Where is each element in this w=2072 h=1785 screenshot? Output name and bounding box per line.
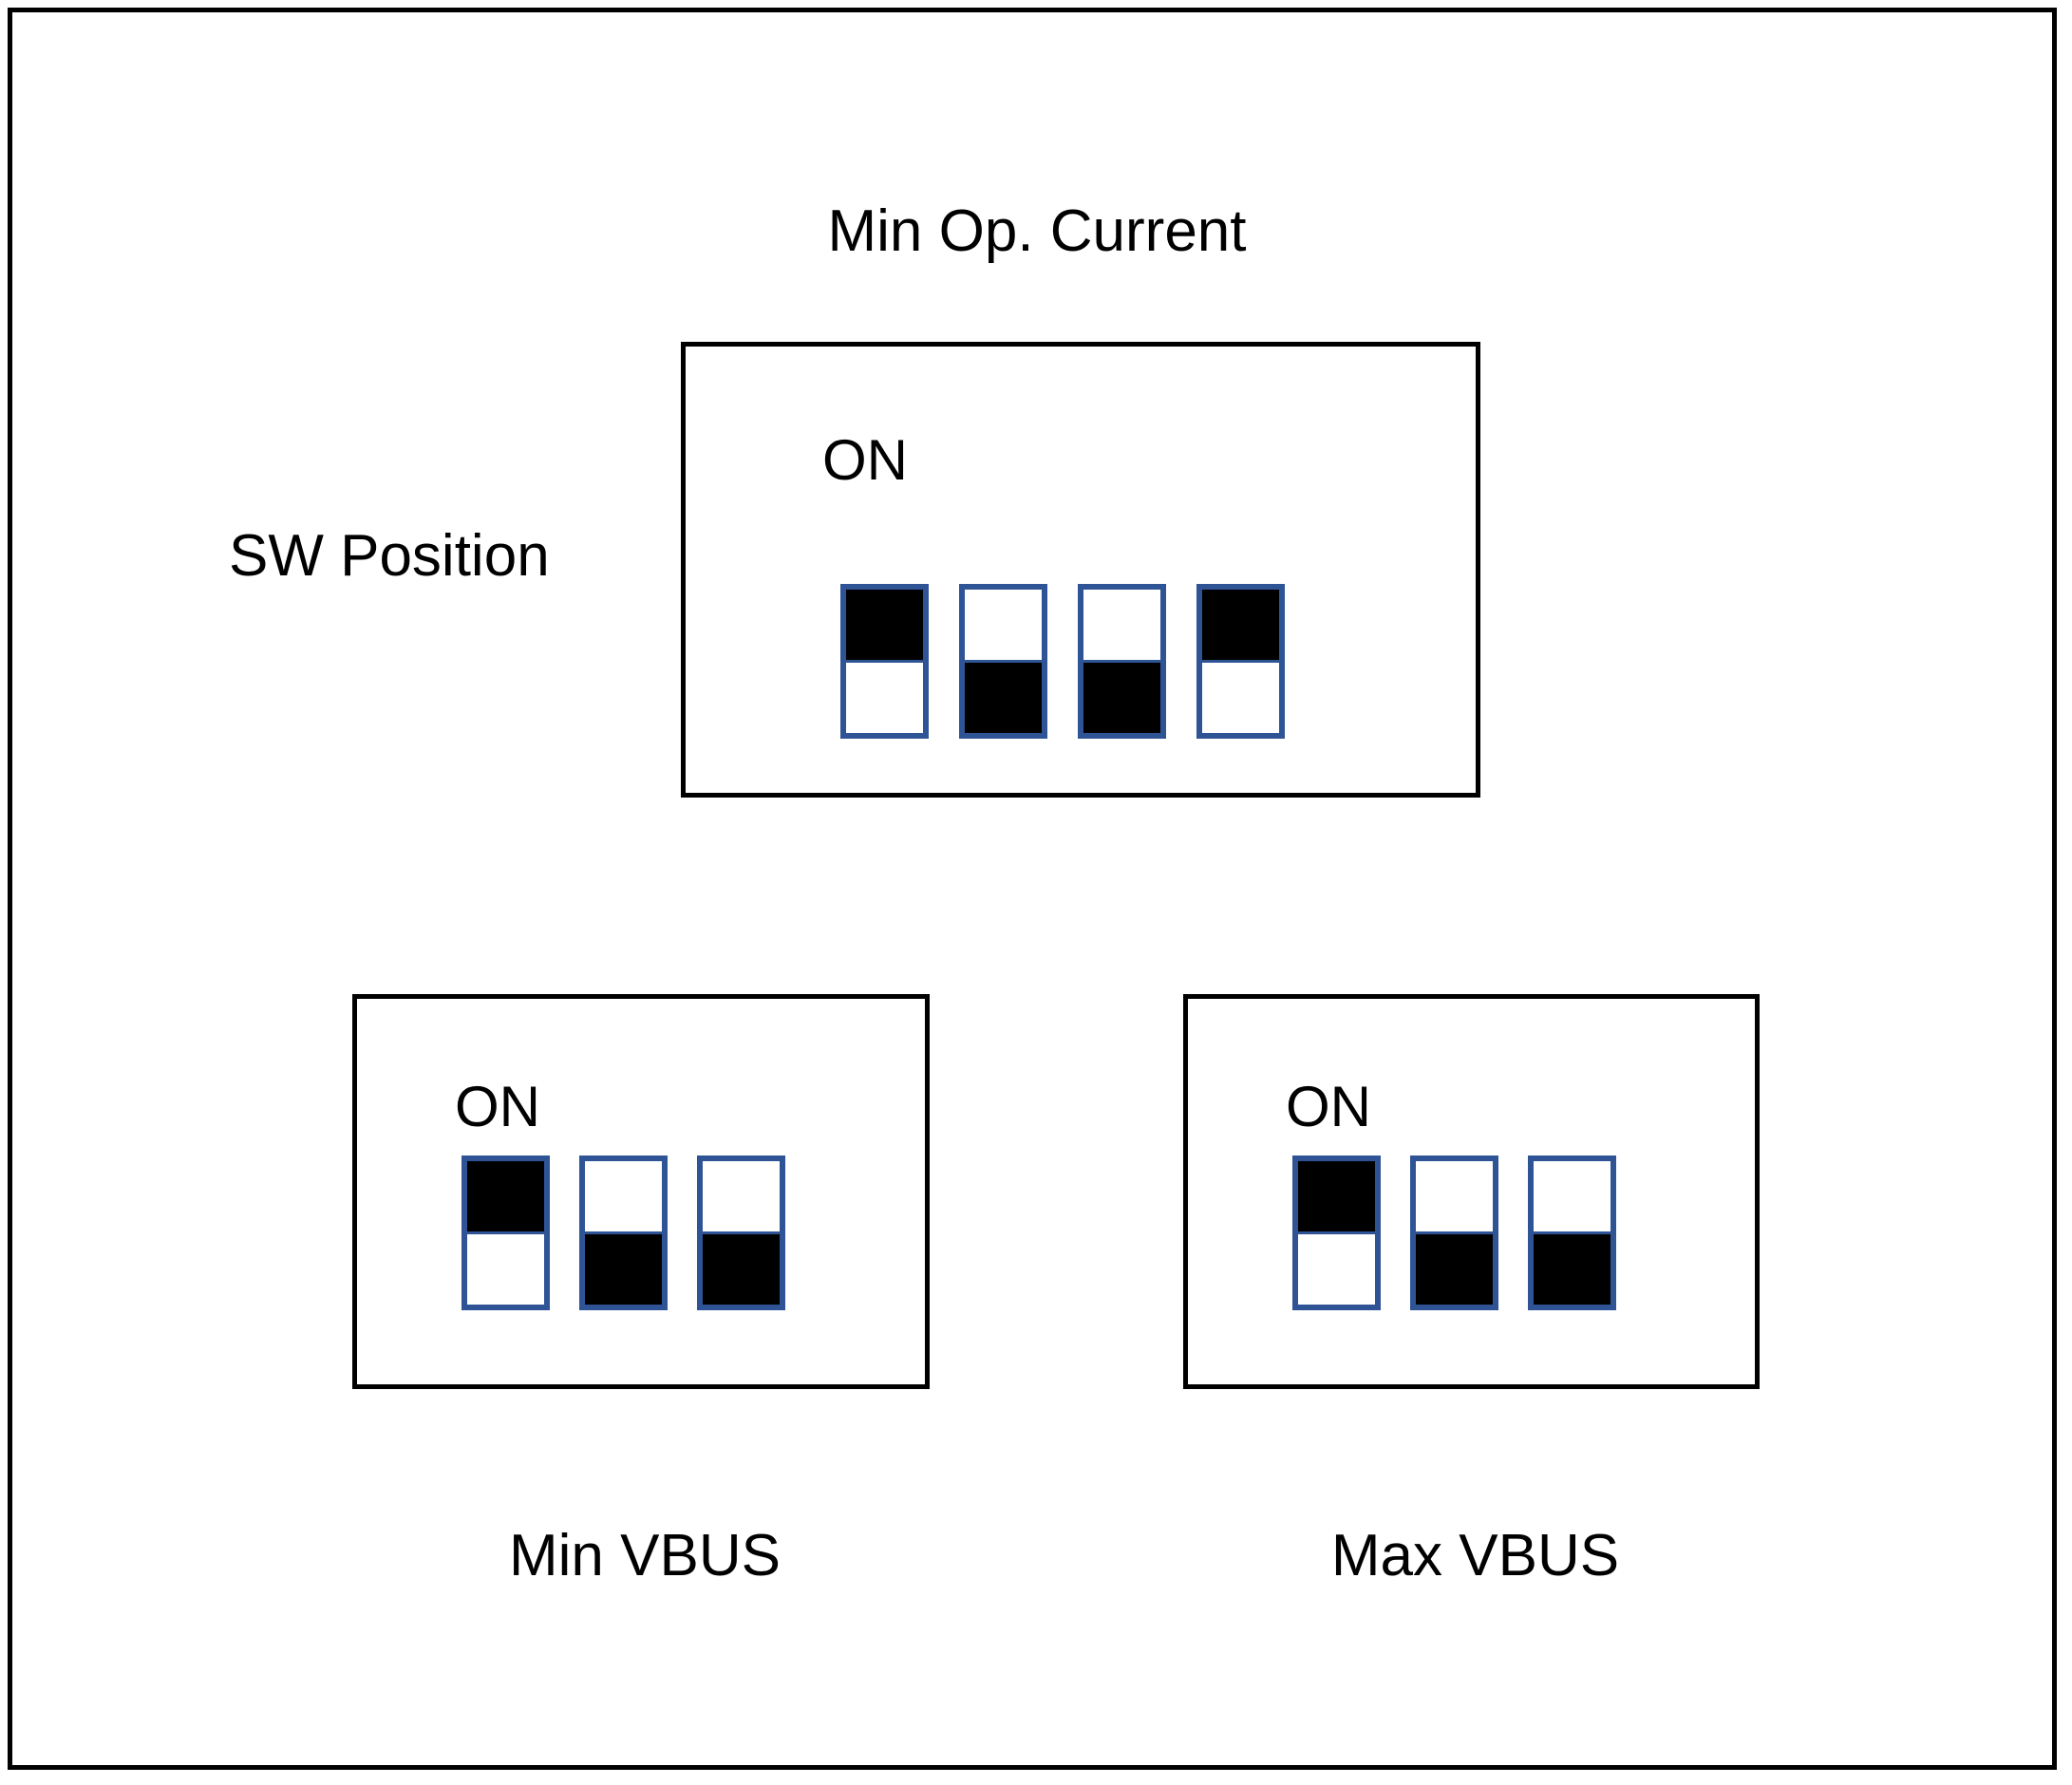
dip-switch-1-top-half: [846, 590, 923, 663]
dip-switch-2-top-half: [1416, 1161, 1493, 1234]
switch-row-min-op-current: [840, 584, 1285, 739]
on-label-min-vbus: ON: [455, 1075, 540, 1138]
dip-switch-4[interactable]: [1196, 584, 1285, 739]
dip-switch-1-bottom-half: [467, 1234, 544, 1305]
diagram-frame: Min Op. Current SW Position ON: [8, 8, 2057, 1770]
dip-switch-2[interactable]: [959, 584, 1047, 739]
switch-row-max-vbus: [1292, 1156, 1616, 1310]
dip-switch-4-top-half: [1202, 590, 1279, 663]
title-min-op-current: Min Op. Current: [827, 198, 1247, 264]
dip-switch-3-top-half: [703, 1161, 780, 1234]
dip-switch-1-top-half: [1298, 1161, 1375, 1234]
switch-bank-min-vbus: ON: [352, 994, 930, 1389]
dip-switch-3[interactable]: [697, 1156, 785, 1310]
dip-switch-2-bottom-half: [1416, 1234, 1493, 1305]
on-label-min-op-current: ON: [822, 428, 908, 492]
dip-switch-3-bottom-half: [703, 1234, 780, 1305]
dip-switch-2[interactable]: [1410, 1156, 1498, 1310]
dip-switch-4-bottom-half: [1202, 663, 1279, 733]
dip-switch-3[interactable]: [1078, 584, 1166, 739]
dip-switch-1[interactable]: [1292, 1156, 1381, 1310]
dip-switch-3-top-half: [1083, 590, 1160, 663]
dip-switch-1-bottom-half: [1298, 1234, 1375, 1305]
dip-switch-1[interactable]: [461, 1156, 550, 1310]
dip-switch-1-top-half: [467, 1161, 544, 1234]
dip-switch-2-top-half: [965, 590, 1042, 663]
dip-switch-3-top-half: [1534, 1161, 1611, 1234]
dip-switch-1-bottom-half: [846, 663, 923, 733]
switch-row-min-vbus: [461, 1156, 785, 1310]
label-sw-position: SW Position: [229, 523, 550, 589]
dip-switch-3[interactable]: [1528, 1156, 1616, 1310]
dip-switch-3-bottom-half: [1083, 663, 1160, 733]
dip-switch-3-bottom-half: [1534, 1234, 1611, 1305]
dip-switch-2[interactable]: [579, 1156, 668, 1310]
dip-switch-1[interactable]: [840, 584, 929, 739]
dip-switch-2-top-half: [585, 1161, 662, 1234]
on-label-max-vbus: ON: [1286, 1075, 1371, 1138]
dip-switch-2-bottom-half: [965, 663, 1042, 733]
switch-bank-max-vbus: ON: [1183, 994, 1760, 1389]
caption-min-vbus: Min VBUS: [509, 1523, 781, 1588]
dip-switch-2-bottom-half: [585, 1234, 662, 1305]
caption-max-vbus: Max VBUS: [1330, 1523, 1620, 1588]
switch-bank-min-op-current: ON: [681, 342, 1480, 798]
